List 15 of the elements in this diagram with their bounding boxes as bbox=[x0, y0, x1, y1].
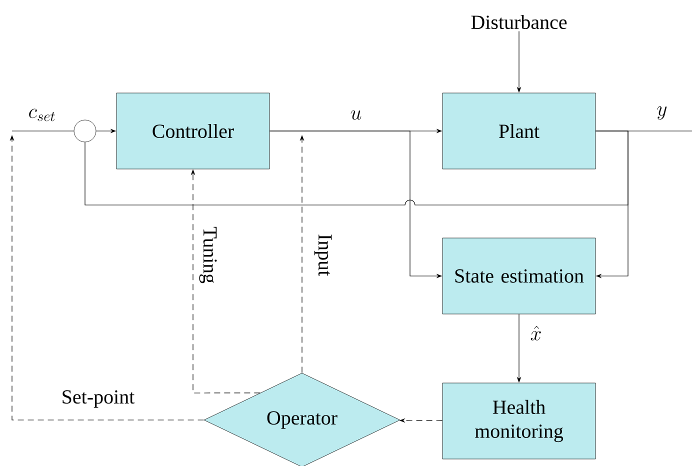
process-box: Health monitoring bbox=[442, 382, 596, 460]
signal-line bbox=[12, 130, 74, 132]
summing-junction bbox=[74, 120, 96, 142]
edge-label: $\hat{x}$ bbox=[530, 326, 541, 340]
process-box: State estimation bbox=[442, 238, 596, 314]
process-box: Controller bbox=[116, 92, 270, 170]
edge-label: Set-point bbox=[62, 390, 135, 408]
edge-label: $c_{set}$ bbox=[29, 108, 55, 122]
edge-label: Tuning bbox=[199, 226, 217, 284]
process-box: Plant bbox=[442, 92, 596, 170]
edge-label: $u$ bbox=[350, 110, 362, 120]
edge-label: $y$ bbox=[657, 106, 667, 120]
edge-label: Input bbox=[314, 234, 332, 276]
signal-line bbox=[84, 130, 628, 206]
input-label: Disturbance bbox=[471, 14, 567, 30]
